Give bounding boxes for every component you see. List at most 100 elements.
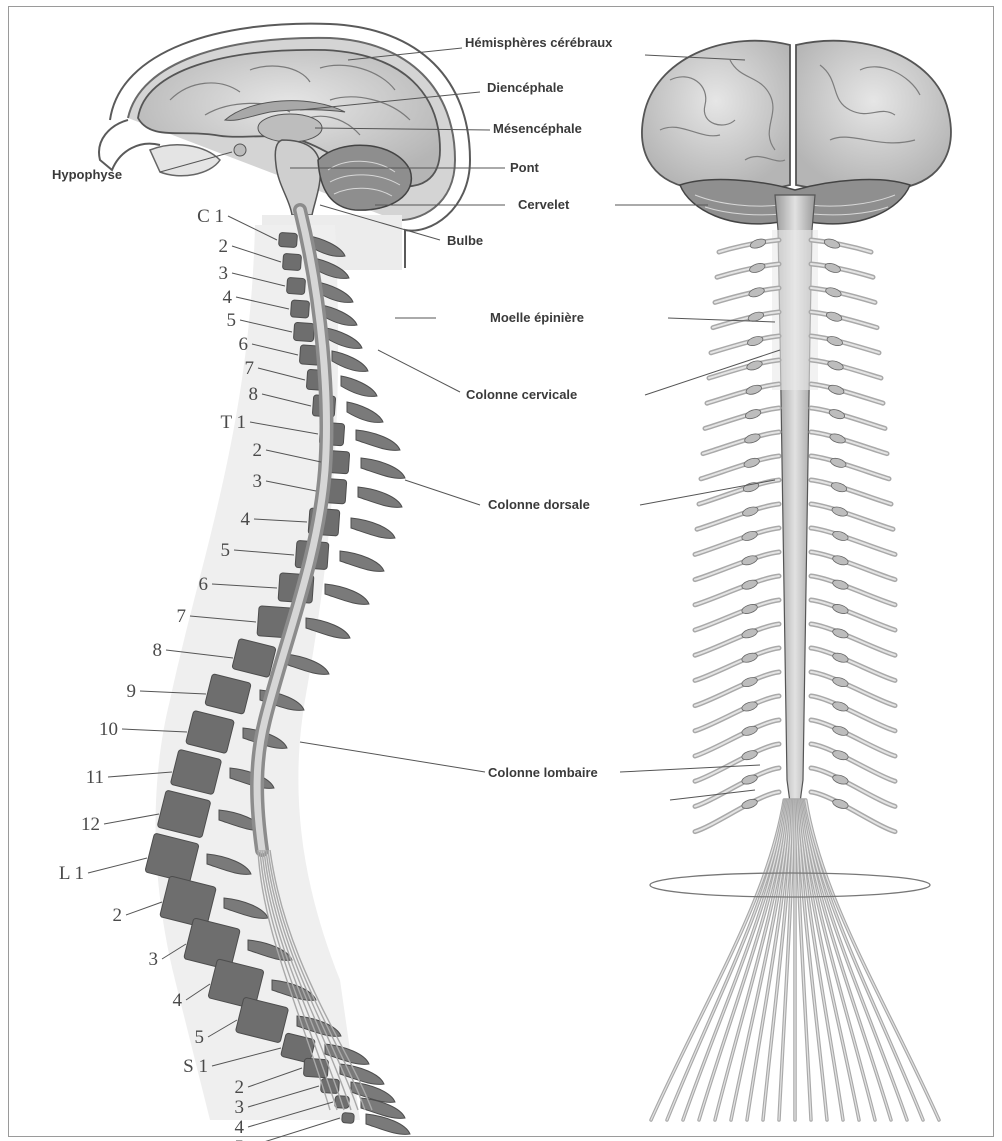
spinal-ganglion: [741, 505, 759, 518]
spinal-ganglion: [741, 676, 759, 689]
vertebra-label: 7: [245, 358, 255, 379]
spinal-ganglion: [827, 383, 845, 396]
vertebra-label: 3: [149, 949, 159, 970]
vertebra-label: 5: [227, 310, 237, 331]
vertebra-leader: [126, 902, 162, 915]
spinal-ganglion: [744, 408, 762, 421]
spinal-ganglion: [831, 505, 849, 518]
spinal-ganglion: [832, 627, 850, 640]
vertebra-label: 3: [235, 1097, 245, 1118]
spinal-ganglion: [832, 554, 850, 567]
spinal-ganglion: [741, 651, 759, 664]
vertebra-label: L 1: [59, 863, 84, 884]
label-cervelet: Cervelet: [518, 197, 570, 212]
spinal-ganglion: [832, 725, 850, 738]
spinous-process: [351, 518, 395, 538]
vertebral-body: [279, 232, 298, 247]
cauda-equina-posterior: [651, 800, 939, 1120]
spinal-ganglion: [748, 286, 766, 299]
spinal-ganglion: [745, 383, 763, 396]
leader-lombaire-right: [620, 765, 760, 772]
vertebra-label: 4: [241, 509, 251, 530]
vertebra-label: 4: [223, 287, 233, 308]
spinal-ganglion: [827, 359, 845, 372]
spinal-ganglion: [741, 798, 759, 811]
vertebra-leader: [88, 858, 147, 873]
spinous-process: [347, 402, 383, 422]
label-bulbe: Bulbe: [447, 233, 483, 248]
spinous-process: [341, 376, 377, 396]
spinal-ganglion: [741, 725, 759, 738]
spinal-ganglion: [832, 578, 850, 591]
spinal-ganglion: [828, 408, 846, 421]
hypophyse-gland: [234, 144, 246, 156]
vertebra-label: 7: [177, 606, 187, 627]
cerebellum-sagittal: [318, 145, 411, 210]
spinal-ganglion: [832, 651, 850, 664]
spinal-ganglion: [741, 578, 759, 591]
spinal-ganglion: [744, 432, 762, 445]
vertebral-body: [293, 322, 314, 341]
spinal-ganglion: [832, 676, 850, 689]
spinal-ganglion: [824, 262, 842, 275]
spinal-ganglion: [823, 237, 841, 250]
leader-cervicale-left: [378, 350, 460, 392]
vertebra-label: 10: [99, 719, 118, 740]
spinal-ganglion: [825, 310, 843, 323]
label-hemispheres: Hémisphères cérébraux: [465, 35, 613, 50]
vertebra-label: 2: [235, 1077, 245, 1098]
diencephale-shape: [258, 114, 322, 142]
vertebra-label: S 1: [183, 1056, 208, 1077]
spinous-process: [361, 458, 405, 478]
vertebra-label: 8: [249, 384, 259, 405]
spinal-ganglion: [741, 627, 759, 640]
vertebra-label: T 1: [220, 412, 246, 433]
spinal-ganglion: [741, 554, 759, 567]
spinal-ganglion: [832, 603, 850, 616]
label-diencephale: Diencéphale: [487, 80, 564, 95]
spinal-ganglion: [829, 457, 847, 470]
vertebra-label: 6: [199, 574, 209, 595]
spinal-ganglion: [741, 700, 759, 713]
label-pont: Pont: [510, 160, 540, 175]
vertebral-body: [290, 300, 309, 318]
spinous-process: [358, 487, 402, 507]
spinal-ganglion: [748, 262, 766, 275]
spinal-ganglion: [832, 749, 850, 762]
vertebra-label: 4: [173, 990, 183, 1011]
label-lombaire: Colonne lombaire: [488, 765, 598, 780]
spinal-ganglion: [741, 603, 759, 616]
posterior-view: [642, 41, 951, 1120]
spinal-ganglion: [832, 773, 850, 786]
spinal-ganglion: [826, 335, 844, 348]
spinal-ganglion: [741, 749, 759, 762]
vertebra-label: 11: [86, 767, 104, 788]
vertebra-label: 2: [253, 440, 263, 461]
label-dorsale: Colonne dorsale: [488, 497, 590, 512]
spinal-ganglion: [746, 335, 764, 348]
spinal-ganglion: [832, 798, 850, 811]
vertebra-label: 3: [253, 471, 263, 492]
vertebra-label: 2: [113, 905, 123, 926]
right-hemisphere: [796, 41, 951, 192]
leader-dorsale-left: [405, 480, 480, 505]
spinal-ganglion: [832, 700, 850, 713]
spinous-process: [325, 584, 369, 604]
label-mesencephale: Mésencéphale: [493, 121, 582, 136]
spinal-ganglion: [829, 432, 847, 445]
spinal-ganglion: [825, 286, 843, 299]
leader-lombaire-left: [300, 742, 485, 772]
vertebra-label: 5: [221, 540, 231, 561]
vertebra-leader: [104, 814, 159, 824]
vertebral-body: [286, 277, 305, 294]
vertebra-label: 6: [239, 334, 249, 355]
vertebra-label: 12: [81, 814, 100, 835]
vertebral-body: [342, 1113, 355, 1124]
vertebral-body: [282, 253, 301, 270]
spinous-process: [356, 430, 400, 450]
left-hemisphere: [642, 41, 790, 192]
label-cervicale: Colonne cervicale: [466, 387, 577, 402]
spinal-ganglion: [749, 237, 767, 250]
